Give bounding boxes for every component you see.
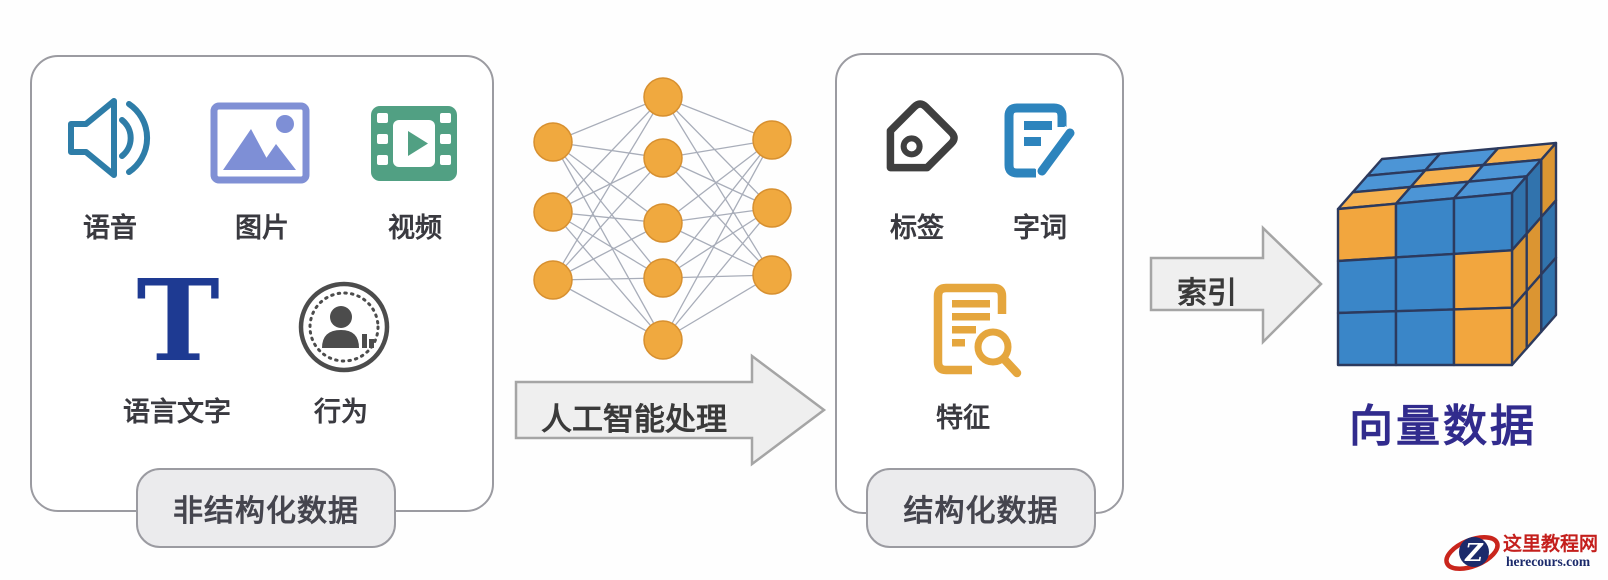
language-text-label: 语言文字 — [123, 397, 231, 427]
vector-data-label: 向量数据 — [1349, 402, 1537, 451]
speech-label: 语音 — [83, 213, 137, 243]
vector-cube-graphic — [1336, 141, 1558, 367]
image-icon — [210, 102, 310, 184]
watermark-logo-icon: Z — [1444, 535, 1500, 571]
ai-processing-label: 人工智能处理 — [541, 402, 727, 437]
watermark: Z 这里教程网 herecours.com — [1440, 522, 1608, 580]
words-label: 字词 — [1013, 213, 1067, 243]
tag-icon — [886, 100, 958, 172]
video-icon — [371, 106, 457, 181]
ai-processing-arrow: 人工智能处理 — [510, 350, 830, 470]
behavior-icon — [298, 281, 390, 373]
document-search-icon — [933, 283, 1022, 378]
tags-label: 标签 — [890, 213, 944, 243]
structured-data-label: 结构化数据 — [866, 468, 1096, 548]
speaker-icon — [68, 98, 151, 178]
document-edit-icon — [1004, 103, 1079, 179]
text-icon: T — [136, 256, 220, 387]
structured-data-box — [835, 53, 1124, 514]
watermark-site-name: 这里教程网 — [1503, 534, 1599, 555]
watermark-site-url: herecours.com — [1506, 554, 1591, 569]
right-arrow-shape — [514, 353, 827, 467]
behavior-label: 行为 — [314, 397, 368, 427]
index-label: 索引 — [1177, 277, 1237, 310]
unstructured-data-label: 非结构化数据 — [136, 468, 396, 548]
index-arrow: 索引 — [1145, 220, 1330, 350]
features-label: 特征 — [936, 403, 990, 433]
picture-label: 图片 — [235, 213, 289, 243]
video-label: 视频 — [388, 213, 442, 243]
svg-text:Z: Z — [1464, 538, 1484, 567]
neural-network-graphic — [533, 77, 792, 360]
right-arrow-shape — [1149, 225, 1323, 346]
